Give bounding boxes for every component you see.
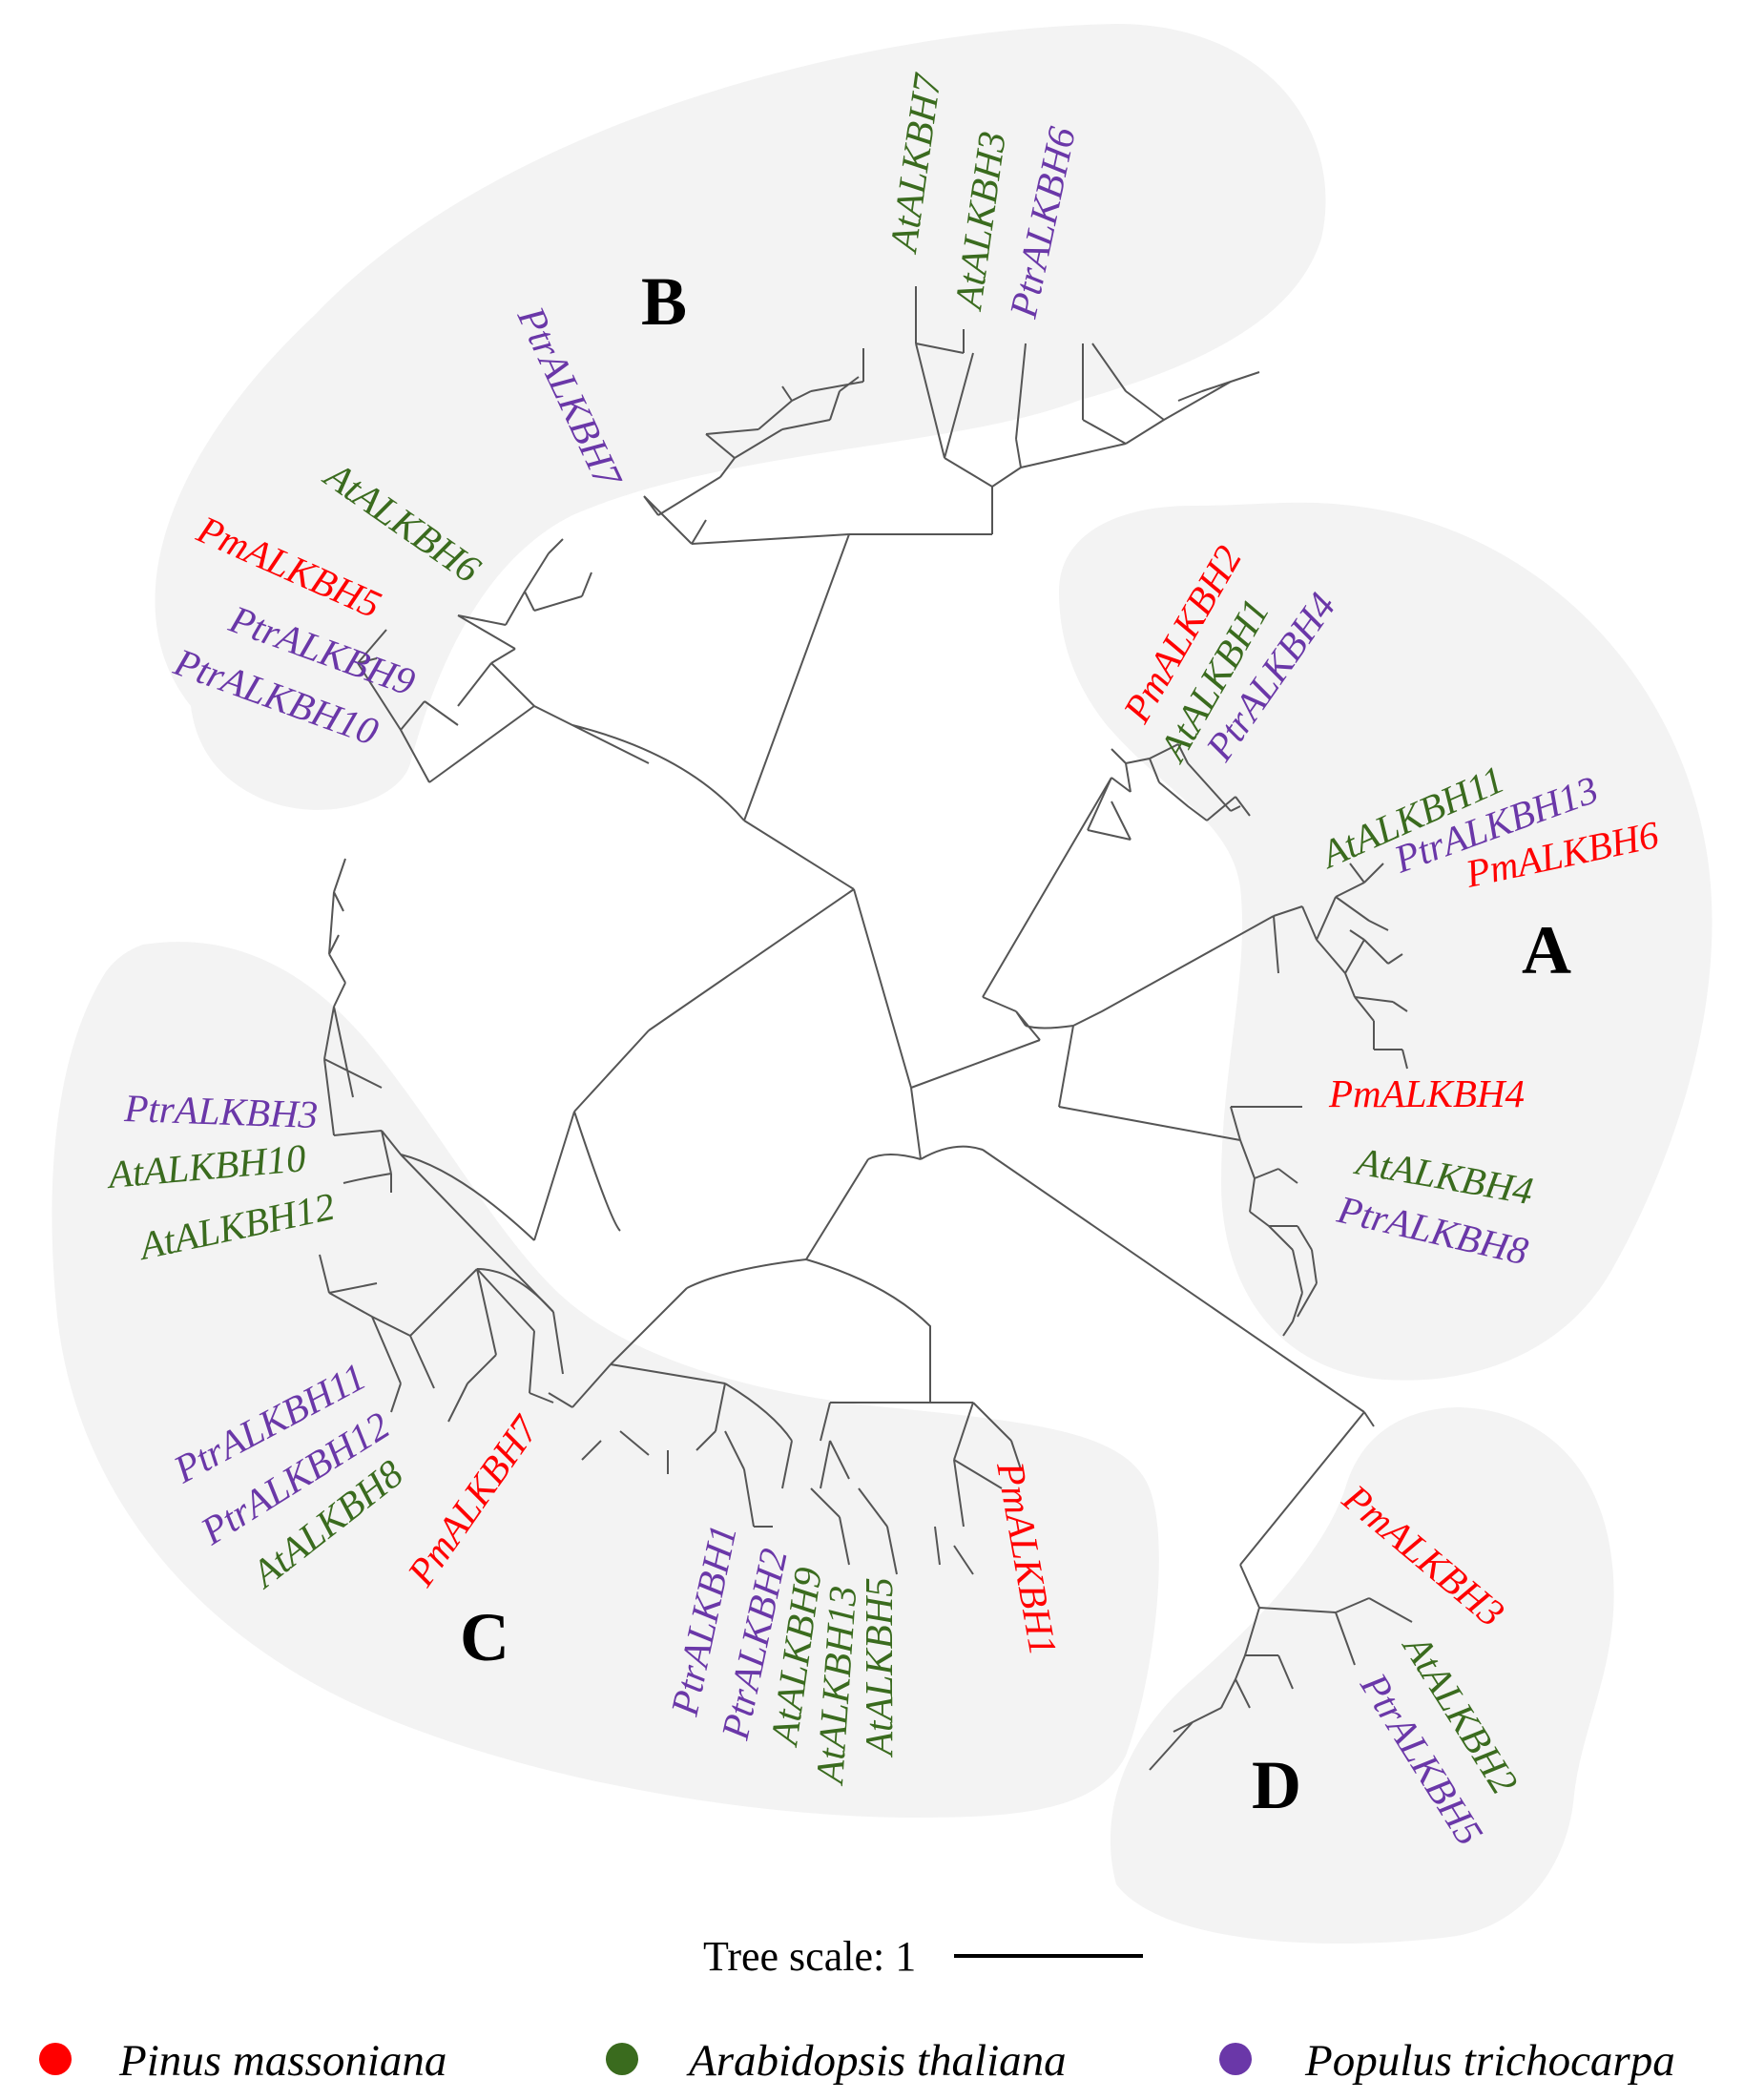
legend-dot-arabidopsis bbox=[606, 2043, 638, 2075]
legend-dot-populus bbox=[1219, 2043, 1252, 2075]
leaf-label-at5: AtALKBH5 bbox=[857, 1577, 901, 1758]
clade-a-lower-leaves bbox=[1058, 1106, 1318, 1337]
tree-scale-label: Tree scale: 1 bbox=[703, 1933, 916, 1980]
leaf-label-pm4: PmALKBH4 bbox=[1328, 1071, 1525, 1115]
clade-b-top-leaves bbox=[643, 348, 864, 545]
legend-label-pinus: Pinus massoniana bbox=[118, 2036, 446, 2086]
clade-label-a: A bbox=[1522, 912, 1571, 988]
clade-b-left-leaves bbox=[357, 538, 592, 783]
clade-a-stem bbox=[982, 777, 1275, 1108]
clade-d-zone bbox=[1110, 1407, 1614, 1944]
backbone-branches bbox=[573, 820, 1365, 1413]
leaf-label-ptr3: PtrALKBH3 bbox=[123, 1086, 319, 1136]
legend-dot-pinus bbox=[39, 2043, 72, 2075]
clade-label-d: D bbox=[1252, 1747, 1301, 1823]
clade-a-zone bbox=[1059, 502, 1713, 1381]
clade-zones bbox=[52, 24, 1713, 1944]
tree-branches bbox=[319, 286, 1413, 1771]
species-legend: Pinus massoniana Arabidopsis thaliana Po… bbox=[39, 2036, 1675, 2086]
legend-label-populus: Populus trichocarpa bbox=[1304, 2036, 1675, 2086]
clade-b-zone bbox=[155, 24, 1326, 810]
tree-scale: Tree scale: 1 bbox=[703, 1933, 1143, 1980]
clade-b-stem bbox=[533, 533, 992, 821]
clade-d-leaves bbox=[1149, 1411, 1413, 1771]
clade-b-right-leaves bbox=[915, 286, 1260, 534]
clade-letters: B A C D bbox=[460, 263, 1571, 1823]
legend-label-arabidopsis: Arabidopsis thaliana bbox=[686, 2036, 1067, 2086]
clade-a-middle-leaves bbox=[1273, 863, 1408, 1070]
clade-c-lower-leaves bbox=[319, 1254, 564, 1423]
clade-label-c: C bbox=[460, 1599, 509, 1675]
clade-label-b: B bbox=[641, 263, 687, 340]
clade-c-zone bbox=[52, 942, 1159, 1818]
clade-a-top-leaves bbox=[1087, 743, 1251, 841]
clade-c-stem bbox=[381, 1111, 974, 1461]
clade-c-upper-leaves bbox=[323, 858, 392, 1193]
clade-c-right-leaves bbox=[548, 1287, 1022, 1575]
